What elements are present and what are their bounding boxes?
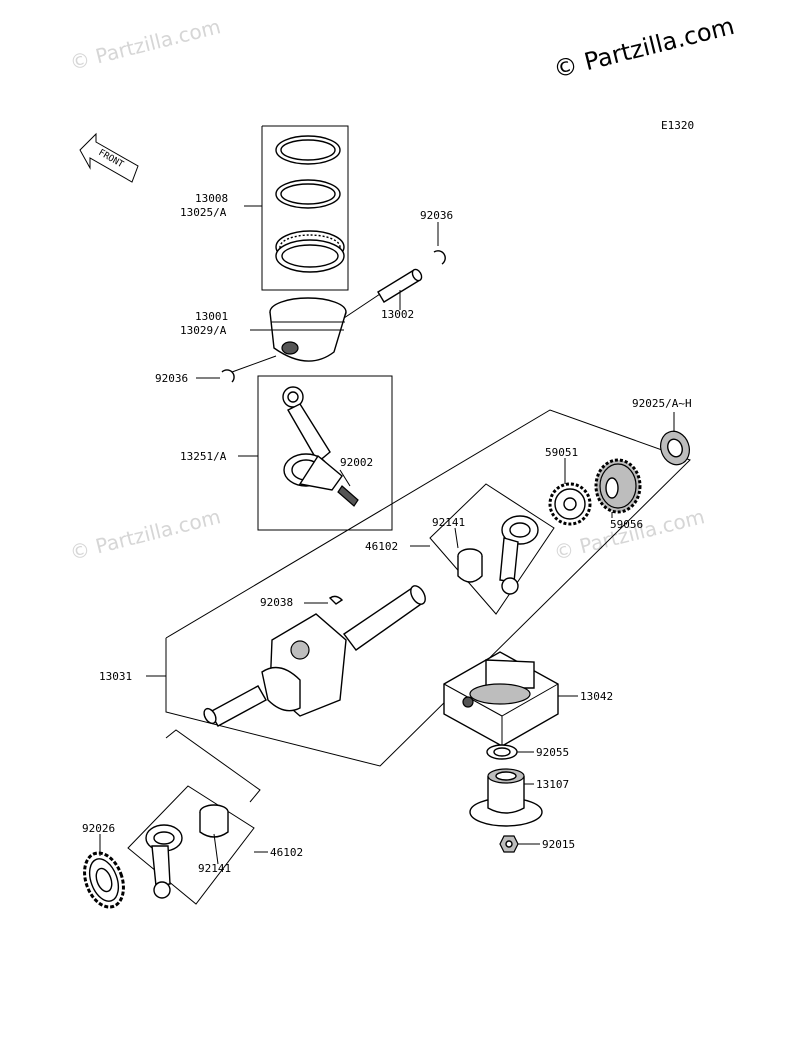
label-13001: 13001: [195, 310, 228, 323]
piston-rings-box: [261, 125, 349, 291]
label-92036-top: 92036: [420, 209, 453, 222]
label-59056: 59056: [610, 518, 643, 531]
label-92002: 92002: [340, 456, 373, 469]
label-59051: 59051: [545, 446, 578, 459]
diagram-code: E1320: [661, 119, 694, 132]
label-92141-bottom: 92141: [198, 862, 231, 875]
crankshaft-assembly-box: [165, 409, 691, 767]
thrust-washer-icon: [660, 430, 690, 466]
label-46102-top: 46102: [365, 540, 398, 553]
piston-rings-group: [261, 125, 349, 291]
rod-bearing-box-bottom: [127, 785, 255, 905]
crankshaft-gear-icon: [548, 482, 592, 526]
connecting-rod-group: [257, 375, 393, 531]
label-13002: 13002: [381, 308, 414, 321]
flange-shaft-icon: [469, 768, 543, 827]
label-13042: 13042: [580, 690, 613, 703]
label-46102-bottom: 46102: [270, 846, 303, 859]
watermark-mid-left: © Partzilla.com: [67, 504, 223, 565]
front-arrow-label: FRONT: [97, 148, 126, 170]
washer-icon: [486, 744, 518, 760]
label-92038: 92038: [260, 596, 293, 609]
label-92026: 92026: [82, 822, 115, 835]
label-92036-left: 92036: [155, 372, 188, 385]
rod-bearing-group-bottom: [127, 785, 255, 905]
balancer-gear-icon: [594, 458, 642, 514]
label-13029: 13029/A: [180, 324, 227, 337]
label-92015: 92015: [542, 838, 575, 851]
circlip-top-icon: [433, 250, 446, 265]
rod-bolt-icon: [337, 485, 359, 507]
label-13008: 13008: [195, 192, 228, 205]
piston-icon: [269, 297, 347, 362]
rod-bearing-group-top: [429, 483, 555, 615]
label-13251: 13251/A: [180, 450, 227, 463]
piston-pin-icon: [377, 268, 423, 303]
label-13031: 13031: [99, 670, 132, 683]
bearing-housing-icon: [443, 651, 559, 747]
watermark-top-left: © Partzilla.com: [67, 14, 223, 75]
watermark-main: © Partzilla.com: [551, 12, 737, 84]
label-92025: 92025/A~H: [632, 397, 692, 410]
drive-gear-icon: [83, 851, 125, 909]
connecting-rod-box: [257, 375, 393, 531]
front-arrow-icon: FRONT: [79, 132, 139, 183]
label-92055: 92055: [536, 746, 569, 759]
label-13107: 13107: [536, 778, 569, 791]
nut-icon: [499, 835, 519, 853]
crankshaft-icon: [203, 585, 426, 727]
label-13025: 13025/A: [180, 206, 227, 219]
woodruff-key-icon: [328, 595, 344, 605]
rod-bearing-box-top: [429, 483, 555, 615]
connector-line: [165, 729, 261, 803]
label-92141-top: 92141: [432, 516, 465, 529]
circlip-left-icon: [221, 369, 235, 383]
